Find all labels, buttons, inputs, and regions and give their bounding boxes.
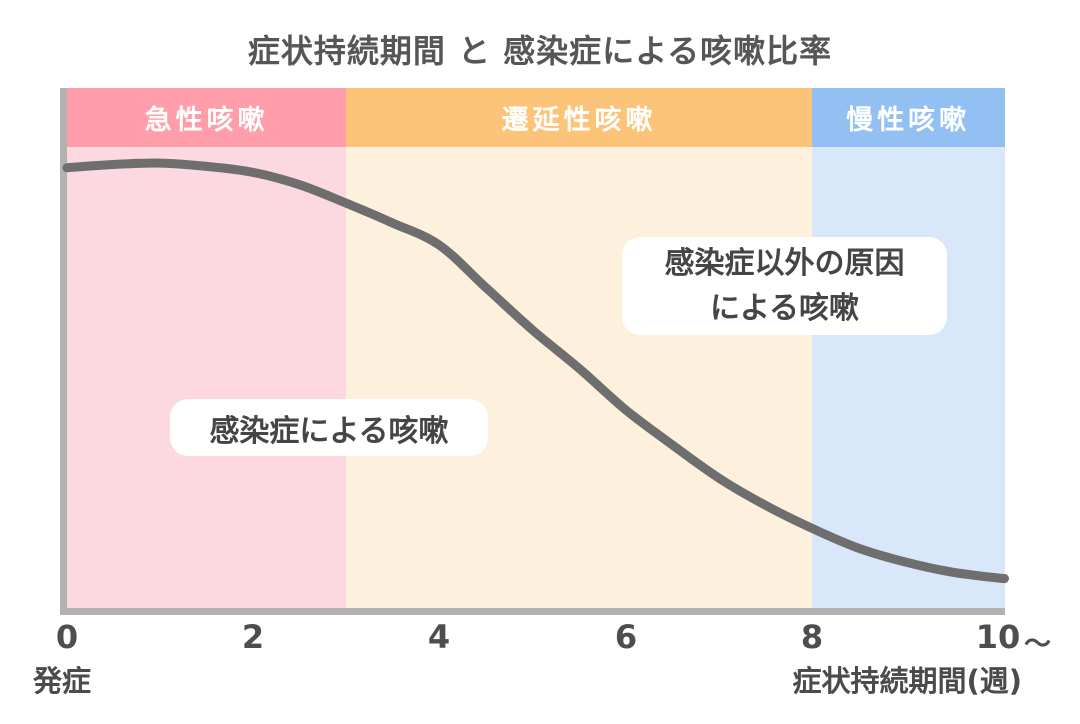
- infection-cough-label: 感染症による咳嗽: [209, 413, 449, 449]
- band-area-chronic: [811, 147, 1005, 608]
- x-tick-10: 10: [975, 618, 1021, 656]
- band-header-acute: 急性咳嗽: [67, 88, 347, 147]
- band-header-chronic: 慢性咳嗽: [811, 88, 1005, 147]
- x-tick-8: 8: [800, 618, 824, 656]
- x-tick-tilde-suffix: ～: [1024, 629, 1051, 660]
- x-tick-6: 6: [614, 618, 638, 656]
- chart-title: 症状持続期間 と 感染症による咳嗽比率: [247, 32, 833, 70]
- non-infection-cough-label-line1: 感染症以外の原因: [664, 246, 905, 281]
- non-infection-cough-label-box: 感染症以外の原因 による咳嗽: [622, 237, 947, 335]
- y-axis-line: [60, 88, 67, 615]
- onset-label: 発症: [33, 664, 92, 698]
- band-label-prolonged: 遷延性咳嗽: [501, 105, 657, 136]
- band-label-chronic: 慢性咳嗽: [846, 105, 971, 136]
- non-infection-cough-label-line2: による咳嗽: [709, 291, 860, 326]
- band-label-acute: 急性咳嗽: [144, 105, 269, 136]
- x-tick-2: 2: [241, 618, 265, 656]
- infection-cough-label-box: 感染症による咳嗽: [170, 399, 488, 456]
- band-area-acute: [67, 147, 347, 608]
- band-header-prolonged: 遷延性咳嗽: [346, 88, 812, 147]
- band-area-prolonged: [346, 147, 812, 608]
- x-axis-caption: 症状持続期間(週): [792, 664, 1022, 698]
- x-tick-4: 4: [427, 618, 451, 656]
- x-tick-0: 0: [55, 618, 79, 656]
- x-axis-line: [60, 608, 1005, 615]
